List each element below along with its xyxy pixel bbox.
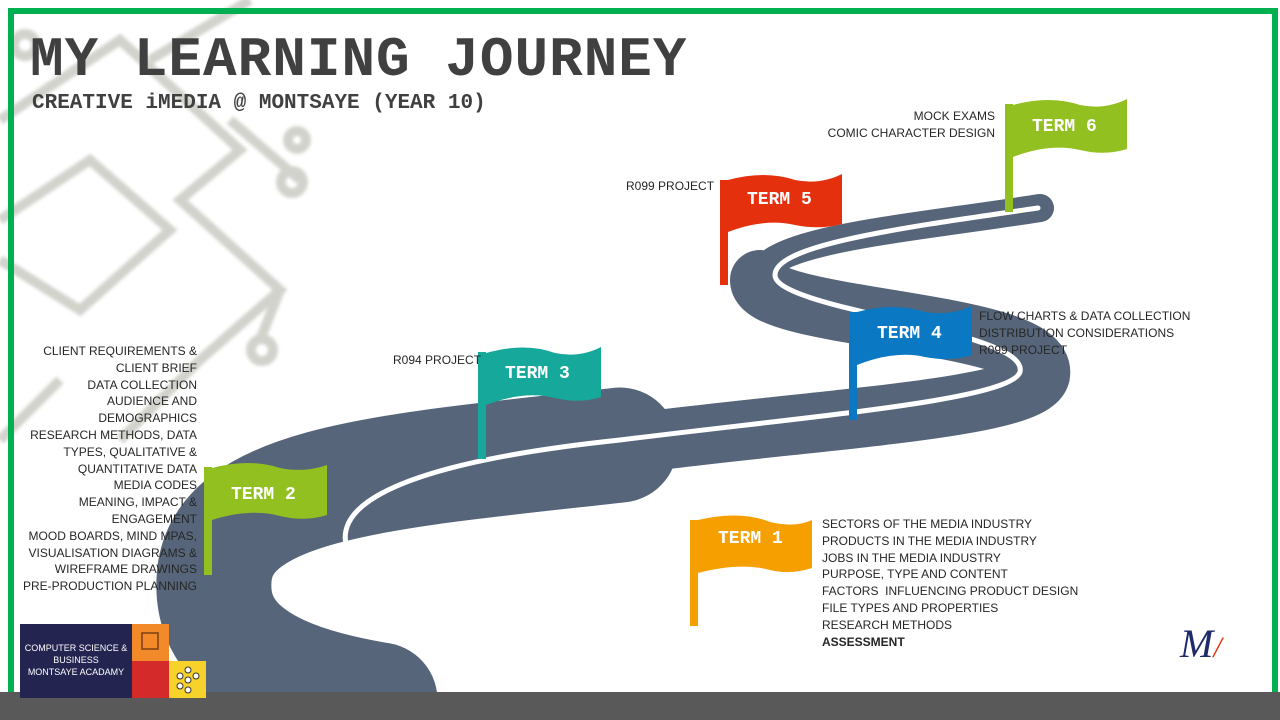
- note: CLIENT BRIEF: [115, 360, 197, 375]
- note: DISTRIBUTION CONSIDERATIONS: [979, 325, 1175, 340]
- term-3-notes: R094 PROJECT: [393, 352, 481, 369]
- note: RESEARCH METHODS, DATA: [30, 427, 197, 442]
- logo-text: COMPUTER SCIENCE & BUSINESS MONTSAYE ACA…: [22, 642, 130, 678]
- note: CLIENT REQUIREMENTS &: [43, 344, 197, 358]
- flame-icon: /: [1213, 631, 1222, 664]
- page-title: MY LEARNING JOURNEY: [30, 28, 688, 92]
- term-4-label: TERM 4: [877, 324, 942, 344]
- note: FLOW CHARTS & DATA COLLECTION: [979, 309, 1191, 323]
- note: R094 PROJECT: [393, 353, 482, 367]
- term-3-label: TERM 3: [505, 364, 570, 384]
- circuit-decoration: [0, 0, 311, 444]
- note: PURPOSE, TYPE AND CONTENT: [822, 567, 1008, 582]
- note: MOCK EXAMS: [913, 109, 995, 123]
- term-4-notes: FLOW CHARTS & DATA COLLECTION DISTRIBUTI…: [979, 308, 1190, 358]
- term-1-label: TERM 1: [718, 529, 783, 549]
- flag-term-3: [478, 347, 601, 459]
- term-5-notes: R099 PROJECT: [626, 178, 714, 195]
- note: TYPES, QUALITATIVE &: [63, 444, 197, 459]
- note: WIREFRAME DRAWINGS: [54, 562, 197, 577]
- assessment-note: ASSESSMENT: [822, 634, 905, 649]
- flag-term-4: [849, 306, 972, 420]
- road: [156, 194, 1070, 720]
- note: COMIC CHARACTER DESIGN: [827, 125, 995, 140]
- note: PRE-PRODUCTION PLANNING: [22, 579, 197, 594]
- academy-logo: M/: [1180, 620, 1222, 667]
- note: VISUALISATION DIAGRAMS &: [28, 545, 197, 560]
- note: MOOD BOARDS, MIND MPAS,: [28, 528, 197, 543]
- term-2-notes: CLIENT REQUIREMENTS & CLIENT BRIEF DATA …: [23, 343, 197, 595]
- department-logo: [20, 624, 206, 698]
- page-subtitle: CREATIVE iMEDIA @ MONTSAYE (YEAR 10): [32, 92, 486, 115]
- note: JOBS IN THE MEDIA INDUSTRY: [822, 550, 1001, 565]
- bottom-bar: [0, 692, 1280, 720]
- term-6-label: TERM 6: [1032, 117, 1097, 137]
- logo-line: MONTSAYE ACADAMY: [27, 667, 125, 677]
- note: RESEARCH METHODS: [822, 617, 953, 632]
- term-5-label: TERM 5: [747, 190, 812, 210]
- note: DATA COLLECTION: [87, 377, 197, 392]
- note: MEDIA CODES: [113, 478, 197, 493]
- note: DEMOGRAPHICS: [98, 411, 197, 426]
- term-2-label: TERM 2: [231, 485, 296, 505]
- flag-term-2: [204, 463, 327, 575]
- note: MEANING, IMPACT &: [78, 495, 197, 510]
- note: R099 PROJECT: [626, 179, 715, 193]
- term-1-notes: SECTORS OF THE MEDIA INDUSTRY PRODUCTS I…: [822, 516, 1078, 650]
- note: ENGAGEMENT: [111, 511, 197, 526]
- network-icon: [176, 666, 200, 694]
- note: PRODUCTS IN THE MEDIA INDUSTRY: [822, 533, 1037, 548]
- note: FILE TYPES AND PROPERTIES: [822, 600, 999, 615]
- term-6-notes: MOCK EXAMS COMIC CHARACTER DESIGN: [828, 108, 995, 142]
- logo-line: BUSINESS: [53, 655, 99, 665]
- flag-term-6: [1005, 99, 1127, 212]
- note: R099 PROJECT: [979, 342, 1068, 357]
- academy-logo-mark: M: [1180, 621, 1214, 666]
- note: QUANTITATIVE DATA: [77, 461, 197, 476]
- flag-term-1: [690, 515, 812, 626]
- note: SECTORS OF THE MEDIA INDUSTRY: [822, 517, 1033, 531]
- note: FACTORS INFLUENCING PRODUCT DESIGN: [822, 584, 1079, 599]
- chip-icon: [141, 632, 159, 650]
- flag-term-5: [720, 174, 842, 285]
- logo-line: COMPUTER SCIENCE &: [24, 643, 128, 653]
- note: AUDIENCE AND: [106, 394, 197, 409]
